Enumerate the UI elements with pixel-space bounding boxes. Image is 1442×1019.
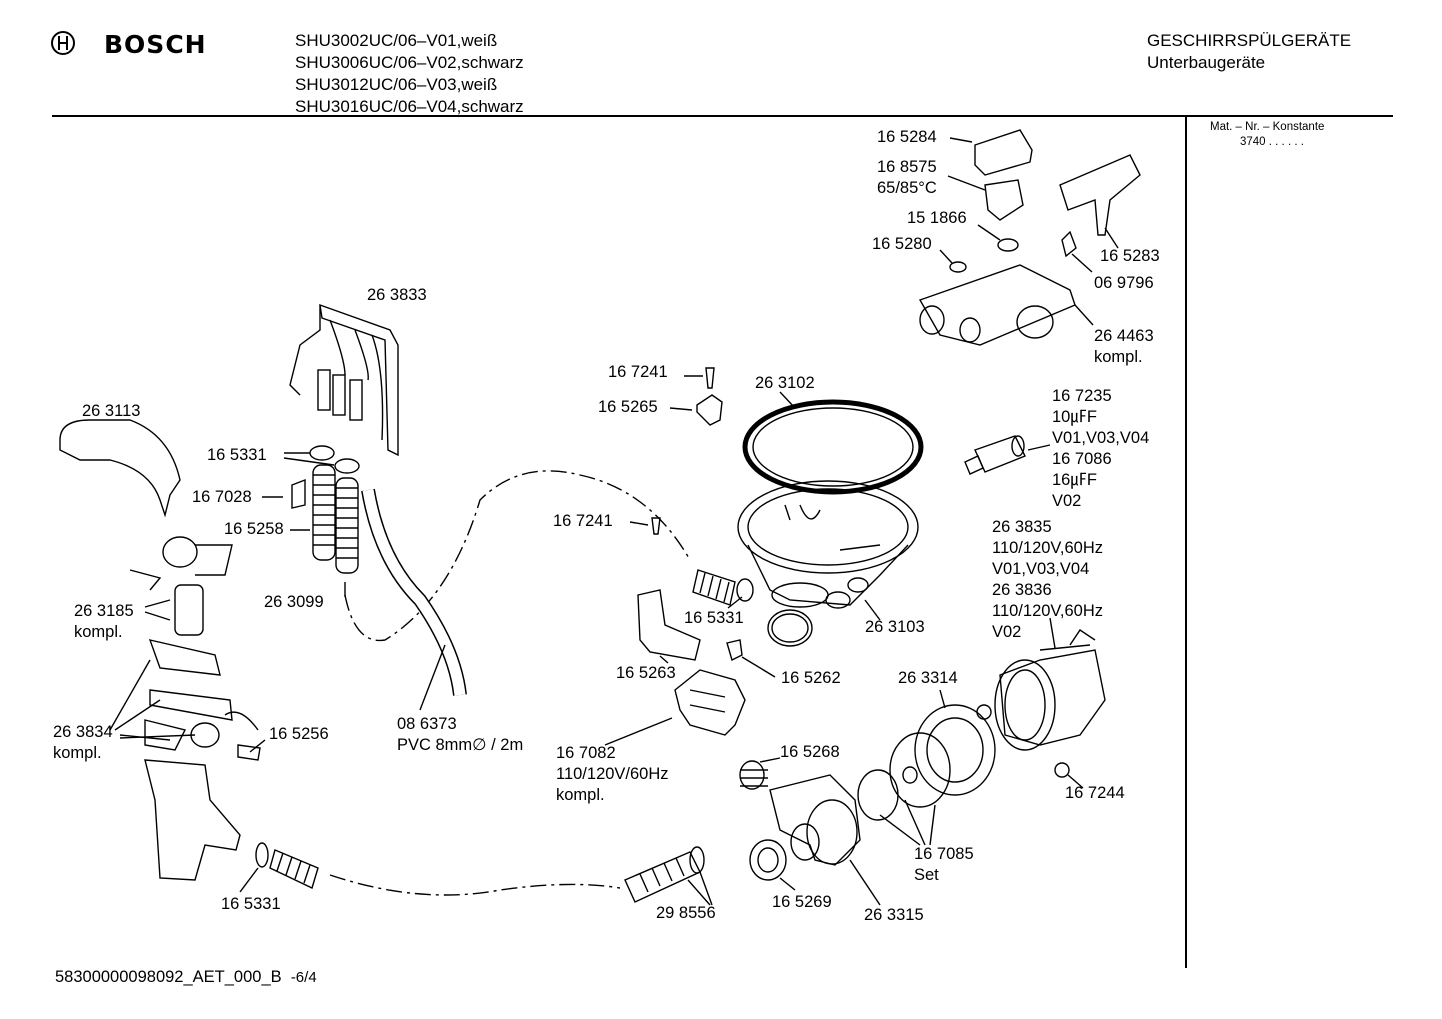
valve-assembly-part [129, 536, 261, 881]
connection-line [329, 874, 621, 896]
part-label-086373: 08 6373 PVC 8mm∅ / 2m [397, 715, 524, 754]
spring-part [312, 464, 359, 574]
clamp-ring-inner [771, 613, 809, 643]
spring-part [739, 760, 768, 790]
clip-part [696, 394, 723, 426]
part-label-263099: 26 3099 [264, 593, 324, 611]
model-line: SHU3012UC/06–V03,weiß [295, 75, 498, 94]
sump-housing-part [737, 399, 924, 609]
part-label-151866: 15 1866 [907, 209, 967, 227]
part-label-069796: 06 9796 [1094, 274, 1154, 292]
clip-part [291, 478, 306, 509]
seal-part [749, 839, 787, 881]
part-label-165284: 16 5284 [877, 128, 937, 146]
model-line: SHU3002UC/06–V01,weiß [295, 31, 498, 50]
part-label-263833: 26 3833 [367, 286, 427, 304]
bushing-part [1054, 762, 1070, 778]
part-label-167244: 16 7244 [1065, 784, 1125, 802]
screw-part [651, 517, 661, 535]
part-label-165331: 16 5331 [684, 609, 744, 627]
impeller-part [857, 769, 899, 821]
leader-lines [109, 137, 1119, 906]
part-label-263315: 26 3315 [864, 906, 924, 924]
footer-doc-id: 58300000098092_AET_000_B -6/4 [55, 968, 317, 987]
bosch-armature-icon [51, 31, 75, 55]
brand-name: BOSCH [104, 30, 207, 59]
category: GESCHIRRSPÜLGERÄTE Unterbaugeräte [1147, 30, 1351, 74]
part-label-165262: 16 5262 [781, 669, 841, 687]
corrugated-hose-part [624, 846, 705, 903]
model-line: SHU3016UC/06–V04,schwarz [295, 97, 524, 116]
part-label-165256: 16 5256 [269, 725, 329, 743]
water-softener-part [289, 303, 399, 457]
clamp-ring-part [767, 609, 813, 647]
part-label-165280: 16 5280 [872, 235, 932, 253]
part-label-167241: 16 7241 [553, 512, 613, 530]
part-label-263113: 26 3113 [82, 402, 141, 420]
part-label-167241: 16 7241 [608, 363, 668, 381]
top-assembly-part [918, 129, 1141, 346]
flange-inner [926, 717, 984, 783]
bosch-logo [50, 30, 76, 61]
sidebar-value: 3740 . . . . . . [1240, 136, 1304, 148]
part-label-167085: 16 7085 Set [914, 845, 974, 884]
part-label-263835: 26 3835 110/120V,60Hz V01,V03,V04 26 383… [992, 518, 1104, 641]
model-line: SHU3006UC/06–V02,schwarz [295, 53, 524, 72]
part-label-263102: 26 3102 [755, 374, 815, 392]
bushing-part [976, 704, 992, 720]
model-list: SHU3002UC/06–V01,weiß SHU3006UC/06–V02,s… [295, 30, 524, 118]
part-label-165331: 16 5331 [221, 895, 281, 913]
part-label-165268: 16 5268 [780, 743, 840, 761]
o-ring-part [334, 458, 360, 474]
relay-part [674, 669, 746, 736]
pump-housing-part [769, 774, 861, 866]
page-number: -6/4 [290, 969, 317, 986]
part-label-165263: 16 5263 [616, 664, 676, 682]
part-label-165283: 16 5283 [1100, 247, 1160, 265]
part-label-263103: 26 3103 [865, 618, 925, 636]
part-label-263314: 26 3314 [898, 669, 958, 687]
part-label-263185: 26 3185 kompl. [74, 602, 134, 641]
part-label-165269: 16 5269 [772, 893, 832, 911]
clip-part [726, 639, 743, 662]
spring-part [692, 569, 754, 606]
bracket-part [637, 589, 701, 661]
o-ring-part [255, 842, 269, 868]
connection-line [344, 470, 691, 642]
part-label-165258: 16 5258 [224, 520, 284, 538]
part-label-165265: 16 5265 [598, 398, 658, 416]
pump-motor-part [994, 629, 1106, 751]
part-label-263834: 26 3834 kompl. [53, 723, 113, 762]
category-subtitle: Unterbaugeräte [1147, 53, 1266, 72]
part-label-168575: 16 8575 65/85°C [877, 158, 937, 197]
cover-part [59, 419, 181, 518]
doc-id: 58300000098092_AET_000_B [55, 968, 282, 986]
part-label-298556: 29 8556 [656, 904, 716, 922]
part-label-167082: 16 7082 110/120V/60Hz kompl. [556, 744, 669, 804]
seal-inner [757, 847, 779, 873]
part-label-264463: 26 4463 kompl. [1094, 327, 1154, 366]
corrugated-hose-part [269, 849, 319, 889]
hose-inner [362, 489, 466, 696]
part-label-165331: 16 5331 [207, 446, 267, 464]
impeller-nut-part [902, 766, 918, 784]
o-ring-part [309, 445, 335, 461]
part-label-167235: 16 7235 10㎌F V01,V03,V04 16 7086 16㎌F V0… [1052, 387, 1150, 510]
sidebar-title: Mat. – Nr. – Konstante [1210, 121, 1325, 133]
part-label-167028: 16 7028 [192, 488, 252, 506]
screw-part [705, 367, 715, 389]
category-title: GESCHIRRSPÜLGERÄTE [1147, 31, 1352, 50]
gasket-part [889, 732, 951, 808]
capacitor-part [964, 435, 1026, 475]
flange-part [914, 704, 996, 796]
